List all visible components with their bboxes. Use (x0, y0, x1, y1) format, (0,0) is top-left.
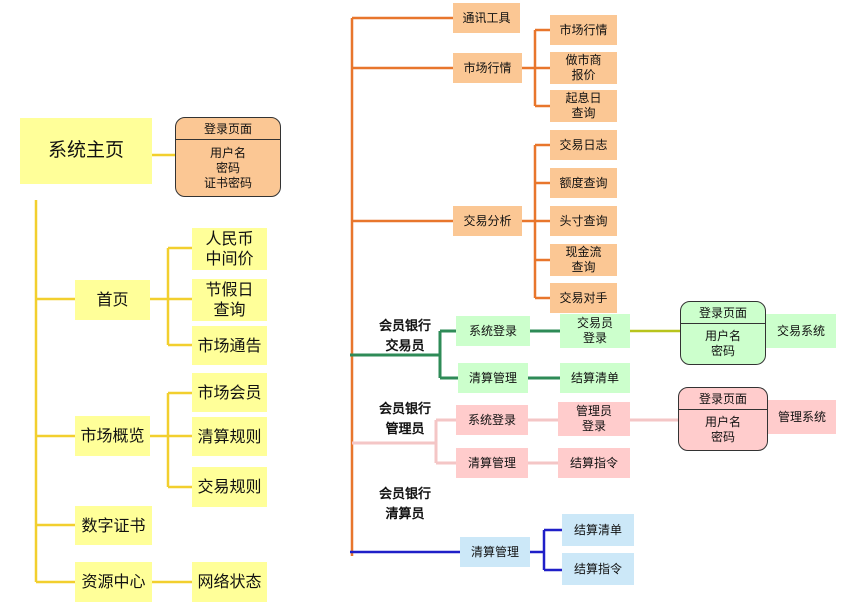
clerk-settle-instr-node[interactable]: 结算指令 (562, 553, 634, 585)
network-status-node[interactable]: 网络状态 (192, 562, 267, 602)
root-node[interactable]: 系统主页 (20, 118, 152, 184)
trading-system-node[interactable]: 交易系统 (766, 314, 836, 348)
login-page-title: 登录页面 (176, 118, 280, 140)
left-tree-connectors (34, 153, 192, 584)
login-page-node[interactable]: 登录页面 用户名 密码 证书密码 (175, 117, 281, 197)
trader-login-node[interactable]: 系统登录 (456, 316, 530, 346)
clerk-role-label: 会员银行 清算员 (378, 487, 431, 522)
trading-rules-node[interactable]: 交易规则 (192, 467, 267, 507)
market-maker-quote-node[interactable]: 做市商 报价 (550, 52, 617, 84)
market-quotes-sub-node[interactable]: 市场行情 (550, 15, 617, 45)
trader-connectors (350, 329, 560, 380)
digital-cert-node[interactable]: 数字证书 (75, 506, 152, 545)
comm-tools-node[interactable]: 通讯工具 (453, 3, 520, 33)
market-quotes-node[interactable]: 市场行情 (453, 53, 522, 83)
home-node[interactable]: 首页 (75, 280, 150, 320)
admin-login-sub-node[interactable]: 管理员 登录 (558, 402, 630, 436)
admin-login-page-fields: 用户名 密码 (704, 415, 741, 444)
clerk-clearing-node[interactable]: 清算管理 (460, 537, 530, 567)
holiday-query-node[interactable]: 节假日 查询 (192, 279, 267, 321)
trader-login-page-fields: 用户名 密码 (704, 329, 741, 358)
trader-login-page-node[interactable]: 登录页面 用户名 密码 (680, 301, 766, 365)
market-analysis-connectors (350, 16, 550, 556)
admin-role-label: 会员银行 管理员 (378, 402, 431, 437)
admin-connectors (352, 418, 678, 465)
trade-analysis-node[interactable]: 交易分析 (453, 206, 522, 236)
trader-role-label: 会员银行 交易员 (378, 319, 431, 354)
login-page-fields: 用户名 密码 证书密码 (203, 145, 252, 190)
admin-login-node[interactable]: 系统登录 (456, 405, 528, 435)
admin-system-node[interactable]: 管理系统 (768, 400, 836, 434)
admin-login-page-node[interactable]: 登录页面 用户名 密码 (678, 387, 768, 451)
trader-clearing-node[interactable]: 清算管理 (458, 363, 528, 393)
admin-settle-instr-node[interactable]: 结算指令 (558, 448, 630, 478)
trader-login-page-title: 登录页面 (681, 302, 765, 324)
rmb-rate-node[interactable]: 人民币 中间价 (192, 228, 267, 270)
market-members-node[interactable]: 市场会员 (192, 373, 267, 412)
position-query-node[interactable]: 头寸查询 (550, 206, 617, 236)
clearing-rules-node[interactable]: 清算规则 (192, 417, 267, 456)
cashflow-query-node[interactable]: 现金流 查询 (550, 244, 617, 276)
quota-query-node[interactable]: 额度查询 (550, 168, 617, 198)
market-overview-node[interactable]: 市场概览 (75, 416, 150, 456)
trade-log-node[interactable]: 交易日志 (550, 130, 617, 160)
trader-login-sub-node[interactable]: 交易员 登录 (560, 314, 630, 348)
resource-center-node[interactable]: 资源中心 (75, 562, 152, 602)
clerk-settle-list-node[interactable]: 结算清单 (562, 514, 634, 546)
admin-login-page-title: 登录页面 (679, 388, 767, 410)
market-notice-node[interactable]: 市场通告 (192, 326, 267, 365)
clerk-connectors (350, 528, 562, 572)
counterparty-node[interactable]: 交易对手 (550, 283, 617, 313)
trader-settle-list-node[interactable]: 结算清单 (560, 363, 630, 393)
admin-clearing-node[interactable]: 清算管理 (456, 448, 528, 478)
value-date-query-node[interactable]: 起息日 查询 (550, 90, 617, 122)
